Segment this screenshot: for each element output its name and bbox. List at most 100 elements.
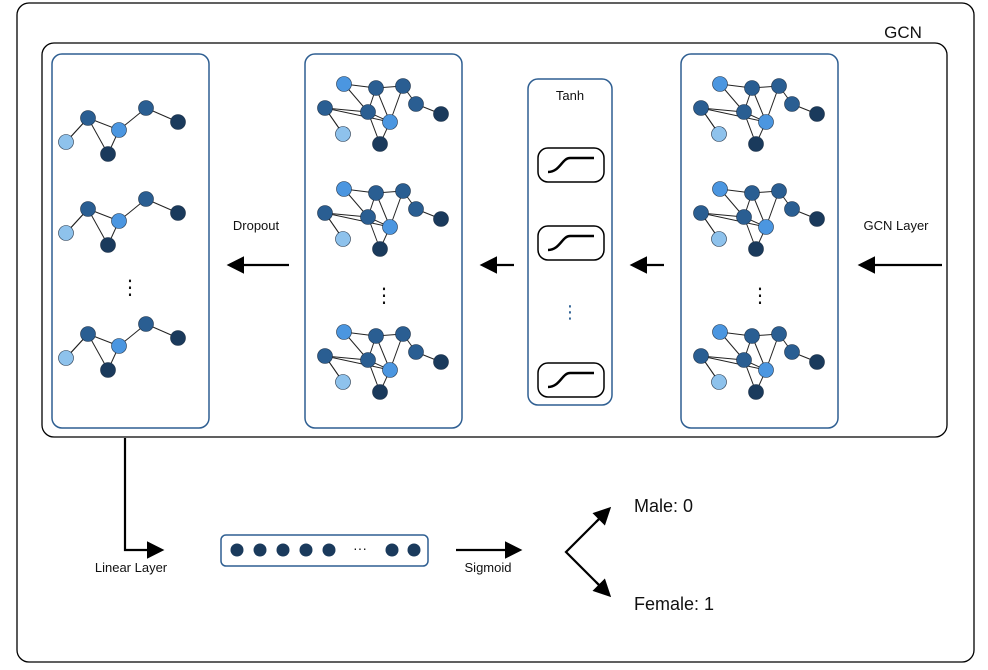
graph-node (758, 362, 774, 378)
outer-frame (16, 2, 975, 663)
graph-node (693, 100, 709, 116)
graph-node (360, 209, 376, 225)
complex-graph (317, 181, 449, 257)
vector-node (253, 543, 267, 557)
panel-dropout-graphs (304, 53, 463, 429)
graph-node (744, 185, 760, 201)
graph-node (433, 211, 449, 227)
female-output-label: Female: 1 (634, 594, 714, 614)
gcn-label: GCN (884, 23, 922, 42)
graph-node (711, 374, 727, 390)
graph-node (748, 241, 764, 257)
graph-edge (700, 212, 767, 228)
graph-node (809, 106, 825, 122)
graph-edge (324, 355, 391, 371)
graph-edge (700, 107, 767, 123)
graph-node (433, 354, 449, 370)
graph-node (336, 76, 352, 92)
vector-node (299, 543, 313, 557)
graph-node (336, 324, 352, 340)
ellipsis-output-panel: ⋮ (120, 277, 140, 299)
arrow-linear-layer (123, 438, 165, 559)
sigmoid-label: Sigmoid (465, 560, 512, 575)
graph-node (317, 100, 333, 116)
graph-node (170, 330, 186, 346)
graph-node (372, 136, 388, 152)
graph-node (395, 78, 411, 94)
graph-node (360, 352, 376, 368)
vector-node (322, 543, 336, 557)
graph-node (170, 114, 186, 130)
tanh-label: Tanh (556, 88, 584, 103)
dropout-label: Dropout (233, 218, 280, 233)
vector-node (230, 543, 244, 557)
ellipsis-input-panel: ⋮ (750, 285, 770, 307)
graph-node (372, 384, 388, 400)
graph-node (433, 106, 449, 122)
ellipsis-tanh-panel: ⋮ (561, 302, 579, 322)
tanh-activation-icon (537, 362, 605, 398)
graph-node (382, 114, 398, 130)
graph-node (317, 348, 333, 364)
complex-graph (693, 181, 825, 257)
graph-node (100, 146, 116, 162)
feature-vector-box (220, 534, 429, 567)
graph-node (784, 344, 800, 360)
graph-node (693, 205, 709, 221)
complex-graph (693, 76, 825, 152)
male-output-label: Male: 0 (634, 496, 693, 516)
complex-graph (317, 76, 449, 152)
graph-node (368, 328, 384, 344)
vector-ellipsis: ··· (353, 540, 367, 556)
graph-node (712, 76, 728, 92)
tanh-activation-icon (537, 225, 605, 261)
panel-tanh (527, 78, 613, 406)
graph-node (712, 324, 728, 340)
tanh-activation-icon (537, 147, 605, 183)
graph-node (736, 209, 752, 225)
graph-node (111, 122, 127, 138)
graph-node (80, 110, 96, 126)
graph-edge (324, 107, 391, 123)
graph-node (138, 191, 154, 207)
panel-output-graphs (51, 53, 210, 429)
graph-node (138, 316, 154, 332)
graph-node (809, 354, 825, 370)
vector-node (385, 543, 399, 557)
graph-node (784, 96, 800, 112)
arrow-female (592, 578, 612, 598)
graph-node (58, 225, 74, 241)
graph-node (170, 205, 186, 221)
panel-input-graphs (680, 53, 839, 429)
arrow-male (592, 506, 612, 526)
ellipsis-dropout-panel: ⋮ (374, 285, 394, 307)
graph-node (111, 338, 127, 354)
graph-node (335, 126, 351, 142)
gcn-layer-label: GCN Layer (863, 218, 929, 233)
graph-edge (700, 355, 767, 371)
graph-node (758, 219, 774, 235)
graph-node (744, 328, 760, 344)
graph-node (335, 231, 351, 247)
vector-node (407, 543, 421, 557)
graph-edge (324, 212, 391, 228)
linear-layer-label: Linear Layer (95, 560, 168, 575)
graph-node (408, 201, 424, 217)
graph-node (711, 126, 727, 142)
graph-node (711, 231, 727, 247)
gcn-box (41, 42, 948, 438)
graph-node (335, 374, 351, 390)
graph-node (80, 201, 96, 217)
graph-node (771, 183, 787, 199)
simple-graph (58, 100, 186, 162)
graph-node (111, 213, 127, 229)
graph-node (758, 114, 774, 130)
graph-node (744, 80, 760, 96)
graph-node (100, 362, 116, 378)
graph-node (382, 362, 398, 378)
complex-graph (317, 324, 449, 400)
graph-node (368, 80, 384, 96)
graph-node (748, 136, 764, 152)
simple-graph (58, 316, 186, 378)
